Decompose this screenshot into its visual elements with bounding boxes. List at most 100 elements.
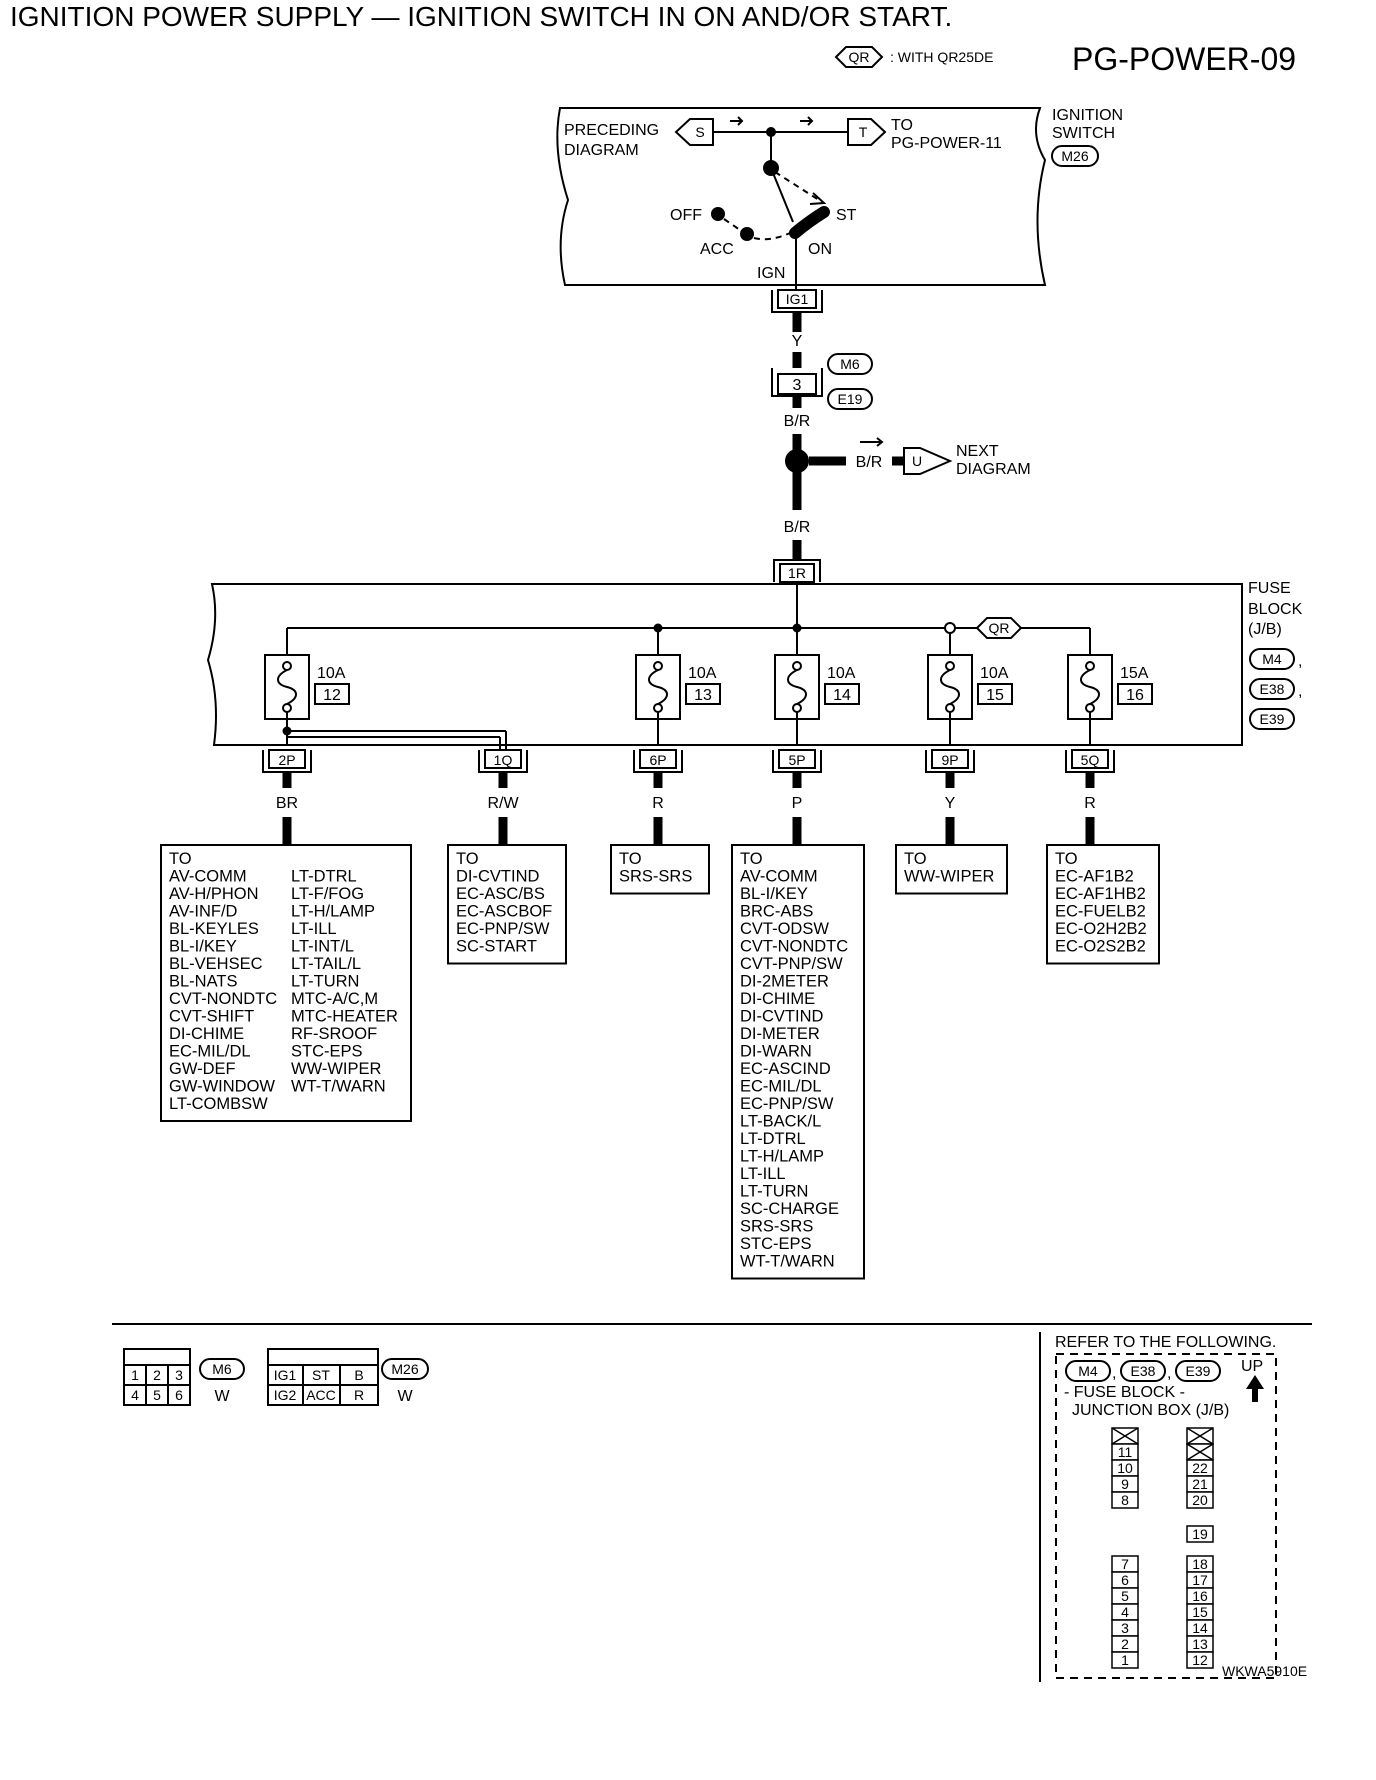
next-label-2: DIAGRAM — [956, 461, 1031, 478]
destination-1-item: LT-INT/L — [291, 938, 354, 956]
destination-6-item: EC-O2H2B2 — [1055, 920, 1147, 938]
ref-right-top-cell-20-label: 20 — [1192, 1492, 1208, 1508]
ref-left-bottom-cell-4-label: 4 — [1121, 1604, 1129, 1620]
destination-boxes: TOAV-COMMAV-H/PHONAV-INF/DBL-KEYLESBL-I/… — [160, 844, 1160, 1280]
destination-6-item: EC-AF1B2 — [1055, 868, 1134, 886]
destination-box-5 — [895, 844, 1008, 895]
fuse-16-terminal-top — [1085, 661, 1095, 671]
destination-4-item: BRC-ABS — [740, 903, 813, 921]
wire-5p-color: P — [792, 795, 803, 812]
m6-view-color: W — [214, 1388, 230, 1405]
ref-right-bottom-cell-16-label: 16 — [1192, 1588, 1208, 1604]
switch-start-dashed-path — [774, 171, 823, 203]
fuse-16-number: 16 — [1126, 687, 1144, 704]
s-tag-shape — [674, 118, 714, 146]
ig1-terminal: IG1 — [771, 289, 823, 313]
destination-1-item: GW-WINDOW — [169, 1078, 275, 1096]
fuse-block-connector-e38: E38 — [1260, 681, 1285, 697]
destination-1-item: MTC-A/C,M — [291, 990, 378, 1008]
destination-box-4 — [731, 844, 865, 1280]
ref-connector-m4: M4 — [1078, 1363, 1098, 1379]
terminal-2p-label: 2P — [278, 752, 295, 768]
m26-cell-st: ST — [312, 1367, 330, 1383]
reference-title: REFER TO THE FOLLOWING. — [1055, 1334, 1276, 1351]
destination-box-3 — [610, 844, 710, 895]
destination-6-item: EC-FUELB2 — [1055, 903, 1146, 921]
connector-view-m26: IG1 ST B IG2 ACC R M26 W — [267, 1348, 429, 1406]
fuse-block-title-1: FUSE — [1248, 580, 1291, 597]
destination-1-item: LT-H/LAMP — [291, 903, 375, 921]
fuse-13-terminal-bottom — [653, 703, 663, 713]
destination-2-item: DI-CVTIND — [456, 868, 539, 886]
m6-view-tag — [199, 1358, 245, 1380]
destination-box-1 — [160, 844, 412, 1122]
ref-left-bottom-cell-2-label: 2 — [1121, 1636, 1129, 1652]
ref-connector-m4-tag — [1065, 1360, 1111, 1382]
ref-left-top-cell-11-label: 11 — [1118, 1444, 1133, 1460]
destination-4-item: CVT-NONDTC — [740, 938, 848, 956]
destination-1-item: WW-WIPER — [291, 1060, 382, 1078]
fuse-12-amp: 10A — [317, 665, 346, 682]
ignition-switch-title-1: IGNITION — [1052, 107, 1123, 124]
next-label-1: NEXT — [956, 443, 999, 460]
fuse-12-terminal-bottom — [282, 703, 292, 713]
switch-acc-dashed-path — [723, 218, 791, 241]
joint-connector-m6: M6 — [840, 356, 860, 372]
destination-1-item: MTC-HEATER — [291, 1008, 398, 1026]
branch-junction-dot — [785, 449, 809, 473]
input-1r-bracket — [773, 559, 821, 582]
fuse-14-terminal-bottom — [792, 703, 802, 713]
destination-4-item: DI-WARN — [740, 1043, 812, 1061]
fuse-13-terminal-top — [653, 661, 663, 671]
preceding-label-2: DIAGRAM — [564, 142, 639, 159]
fuse-block: FUSE BLOCK (J/B) M4 , E38 , E39 QR 10A12… — [206, 580, 1303, 750]
terminal-1q-box — [484, 749, 522, 769]
ref-right-bottom-cell-18-label: 18 — [1192, 1556, 1208, 1572]
m6-cell-6: 6 — [175, 1387, 183, 1403]
fuse-12-element — [277, 669, 297, 705]
page-title: IGNITION POWER SUPPLY — IGNITION SWITCH … — [10, 1, 952, 32]
destination-4-item: DI-CVTIND — [740, 1008, 823, 1026]
destination-4-item: EC-ASCIND — [740, 1060, 831, 1078]
fuse-13-amp: 10A — [688, 665, 717, 682]
fuse-block-outline — [206, 583, 1243, 746]
m6-view-connector: M6 — [212, 1361, 232, 1377]
ref-left-bottom-cell-3-label: 3 — [1121, 1620, 1129, 1636]
destination-1-item: CVT-NONDTC — [169, 990, 277, 1008]
destination-6-item: TO — [1055, 850, 1078, 868]
ref-left-top-cell-9-label: 9 — [1121, 1476, 1129, 1492]
wire-1q-color: R/W — [487, 795, 519, 812]
destination-1-item: EC-MIL/DL — [169, 1043, 251, 1061]
switch-start-arrowhead — [809, 192, 827, 205]
ref-right-bottom-cell-17-label: 17 — [1192, 1572, 1208, 1588]
destination-6-item: EC-AF1HB2 — [1055, 885, 1146, 903]
ref-right-top-cell-22-label: 22 — [1192, 1460, 1208, 1476]
m26-view-head — [267, 1348, 379, 1366]
destination-4-item: SRS-SRS — [740, 1218, 813, 1236]
wire-2p-color: BR — [276, 795, 298, 812]
position-on: ON — [808, 241, 832, 258]
figure-code: WKWA5910E — [1222, 1663, 1307, 1679]
ref-left-bottom-cell-6-label: 6 — [1121, 1572, 1129, 1588]
ref-connector-e38-tag — [1120, 1360, 1166, 1382]
ref-sep-1: , — [1112, 1365, 1116, 1382]
destination-4-item: EC-MIL/DL — [740, 1078, 822, 1096]
s-tag: S — [695, 124, 704, 140]
destination-2-item: EC-ASC/BS — [456, 885, 545, 903]
input-1r-box — [779, 563, 815, 583]
destination-box-6 — [1046, 844, 1160, 965]
t-tag-shape — [847, 118, 887, 146]
u-tag: U — [912, 453, 922, 469]
page-id: PG-POWER-09 — [1072, 41, 1296, 77]
fuse-16-number-box — [1117, 683, 1153, 705]
ig1-box — [777, 289, 817, 309]
ref-right-mid-cell-19-label: 19 — [1192, 1526, 1208, 1542]
wire-br-lower-label: B/R — [784, 519, 811, 536]
destination-1-item: TO — [169, 850, 192, 868]
flow-arrow-right — [800, 116, 814, 126]
qr-bus-tag: QR — [989, 620, 1010, 636]
next-wire-label: B/R — [856, 454, 883, 471]
switch-contact-acc — [740, 227, 754, 241]
ignition-switch-box: IGNITION SWITCH M26 PRECEDING DIAGRAM S … — [556, 107, 1123, 290]
